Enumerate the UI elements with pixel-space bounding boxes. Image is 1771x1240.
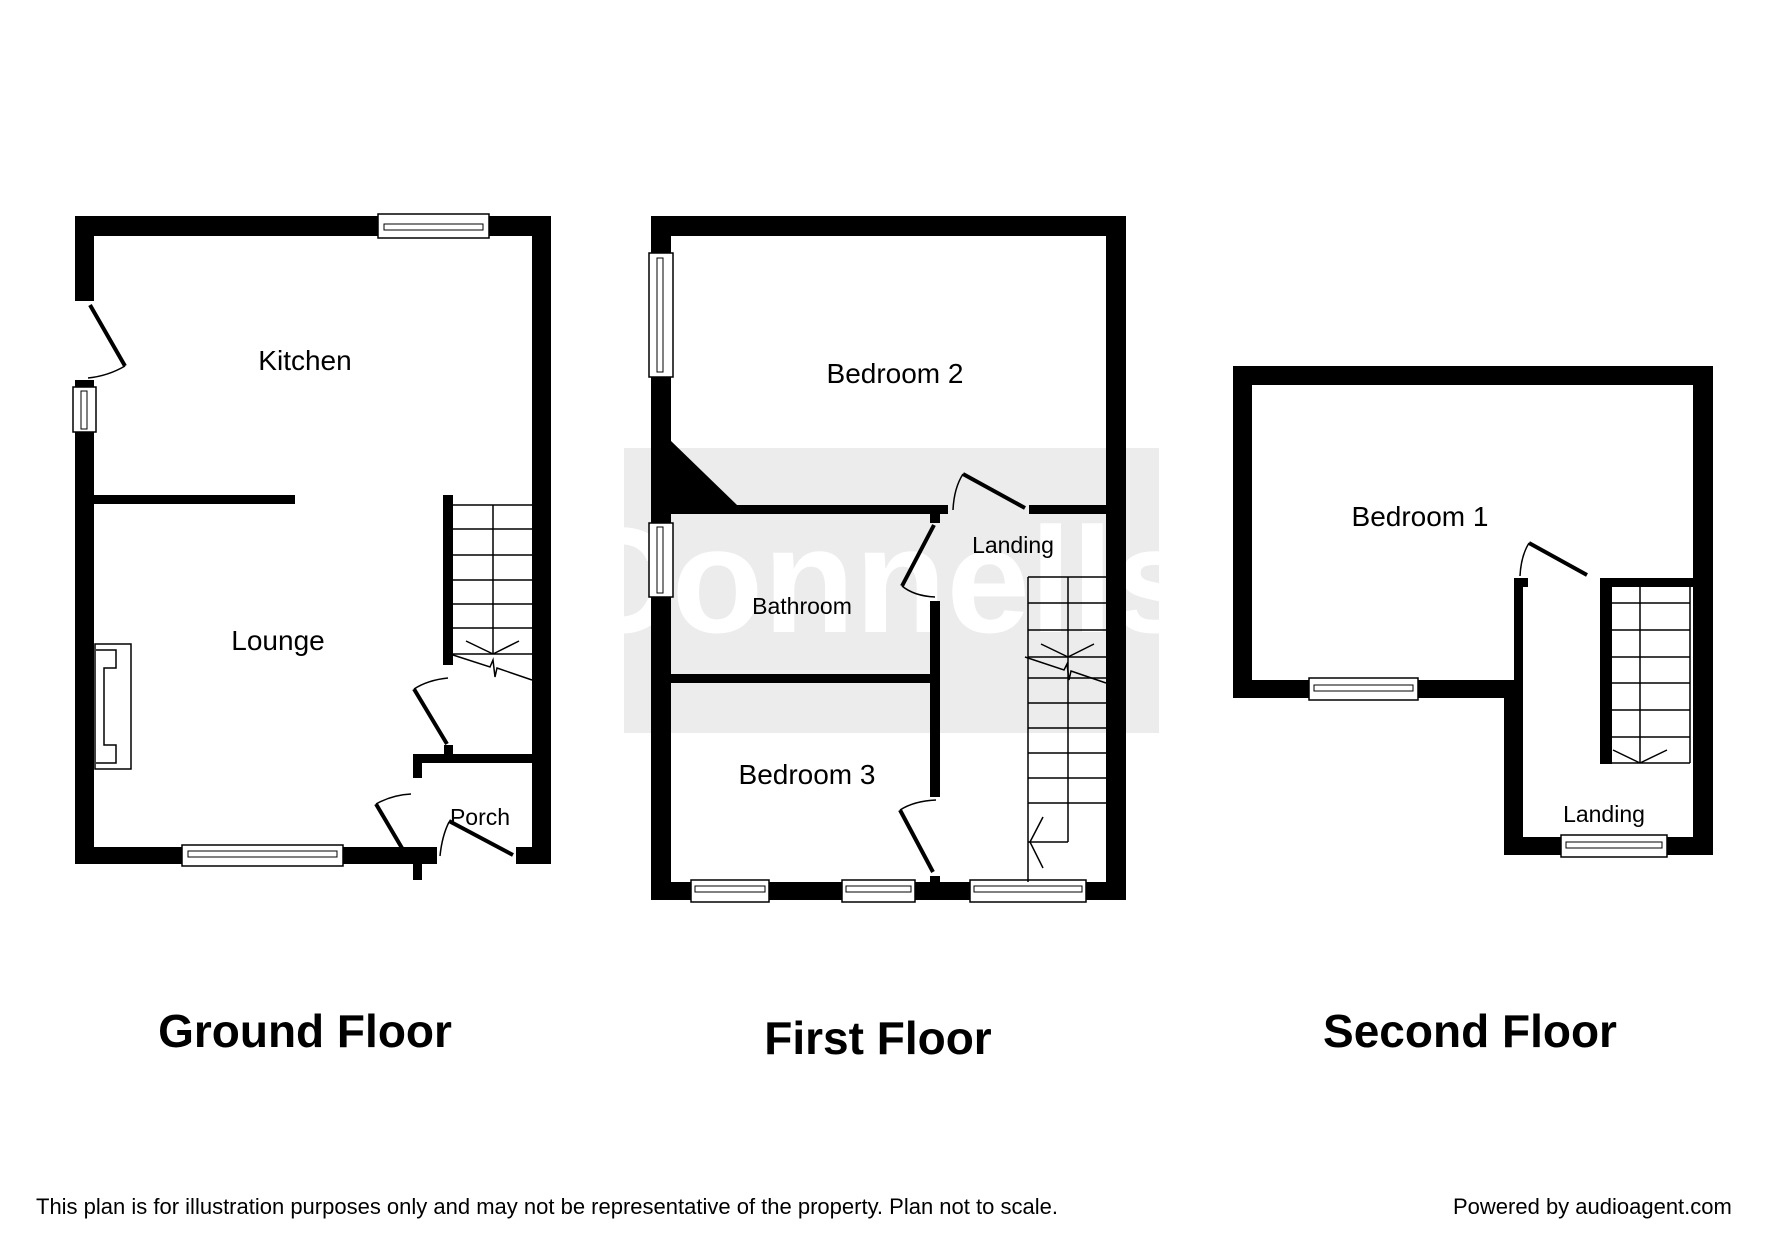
door (898, 799, 937, 873)
window (648, 522, 674, 598)
staircase (1024, 576, 1107, 882)
window (690, 879, 770, 903)
wall (930, 876, 940, 884)
room-label-landing-second: Landing (1563, 801, 1645, 827)
wall (930, 514, 940, 523)
front-door (439, 819, 514, 857)
room-label-kitchen: Kitchen (258, 345, 351, 376)
door (87, 304, 127, 379)
wall (443, 495, 453, 665)
wall (930, 601, 940, 797)
window (377, 213, 490, 239)
wall (1233, 366, 1713, 385)
floor-title-ground: Ground Floor (158, 1005, 452, 1057)
staircase (452, 504, 533, 681)
door (952, 472, 1026, 511)
wall (1504, 680, 1523, 855)
wall (671, 505, 948, 514)
window (841, 879, 916, 903)
wall (413, 858, 422, 880)
room-label-bedroom-1: Bedroom 1 (1352, 501, 1489, 532)
wall (1600, 578, 1693, 587)
room-label-landing-first: Landing (972, 532, 1054, 558)
wall (1029, 505, 1106, 514)
staircase (1612, 587, 1691, 764)
wall (75, 432, 94, 864)
wall (413, 754, 532, 763)
disclaimer-text: This plan is for illustration purposes o… (36, 1194, 1058, 1219)
wall (651, 216, 1126, 236)
chimney-breast (671, 441, 737, 505)
wall (516, 847, 551, 864)
wall (671, 674, 930, 683)
partition-wall (94, 495, 295, 504)
wall (75, 216, 94, 301)
wall (532, 216, 551, 864)
window (648, 252, 674, 378)
wall (1693, 366, 1713, 855)
door (374, 793, 412, 862)
door (412, 677, 449, 746)
wall (413, 754, 422, 778)
window (72, 386, 97, 433)
wall (1514, 578, 1523, 690)
window (969, 879, 1087, 903)
wall (1514, 578, 1528, 587)
door (900, 524, 936, 598)
second-floor-plan: Bedroom 1 Landing Second Floor (1233, 366, 1713, 1057)
powered-by-link[interactable]: Powered by audioagent.com (1453, 1194, 1732, 1219)
first-floor-plan: Connells (563, 216, 1197, 1064)
wall (1600, 578, 1612, 764)
ground-floor-plan: Kitchen Lounge Porch Ground Floor (72, 213, 551, 1057)
room-label-bedroom-3: Bedroom 3 (739, 759, 876, 790)
room-label-porch: Porch (450, 804, 510, 830)
wall (444, 745, 453, 755)
wall (1106, 216, 1126, 900)
door (1519, 541, 1588, 577)
room-label-lounge: Lounge (231, 625, 324, 656)
room-label-bedroom-2: Bedroom 2 (827, 358, 964, 389)
window (181, 844, 344, 867)
window (1308, 677, 1419, 701)
floor-title-second: Second Floor (1323, 1005, 1617, 1057)
floor-title-first: First Floor (764, 1012, 992, 1064)
fireplace (94, 643, 132, 770)
room-label-bathroom: Bathroom (752, 593, 852, 619)
wall (75, 380, 94, 388)
wall (1233, 366, 1252, 698)
window (1560, 834, 1668, 858)
